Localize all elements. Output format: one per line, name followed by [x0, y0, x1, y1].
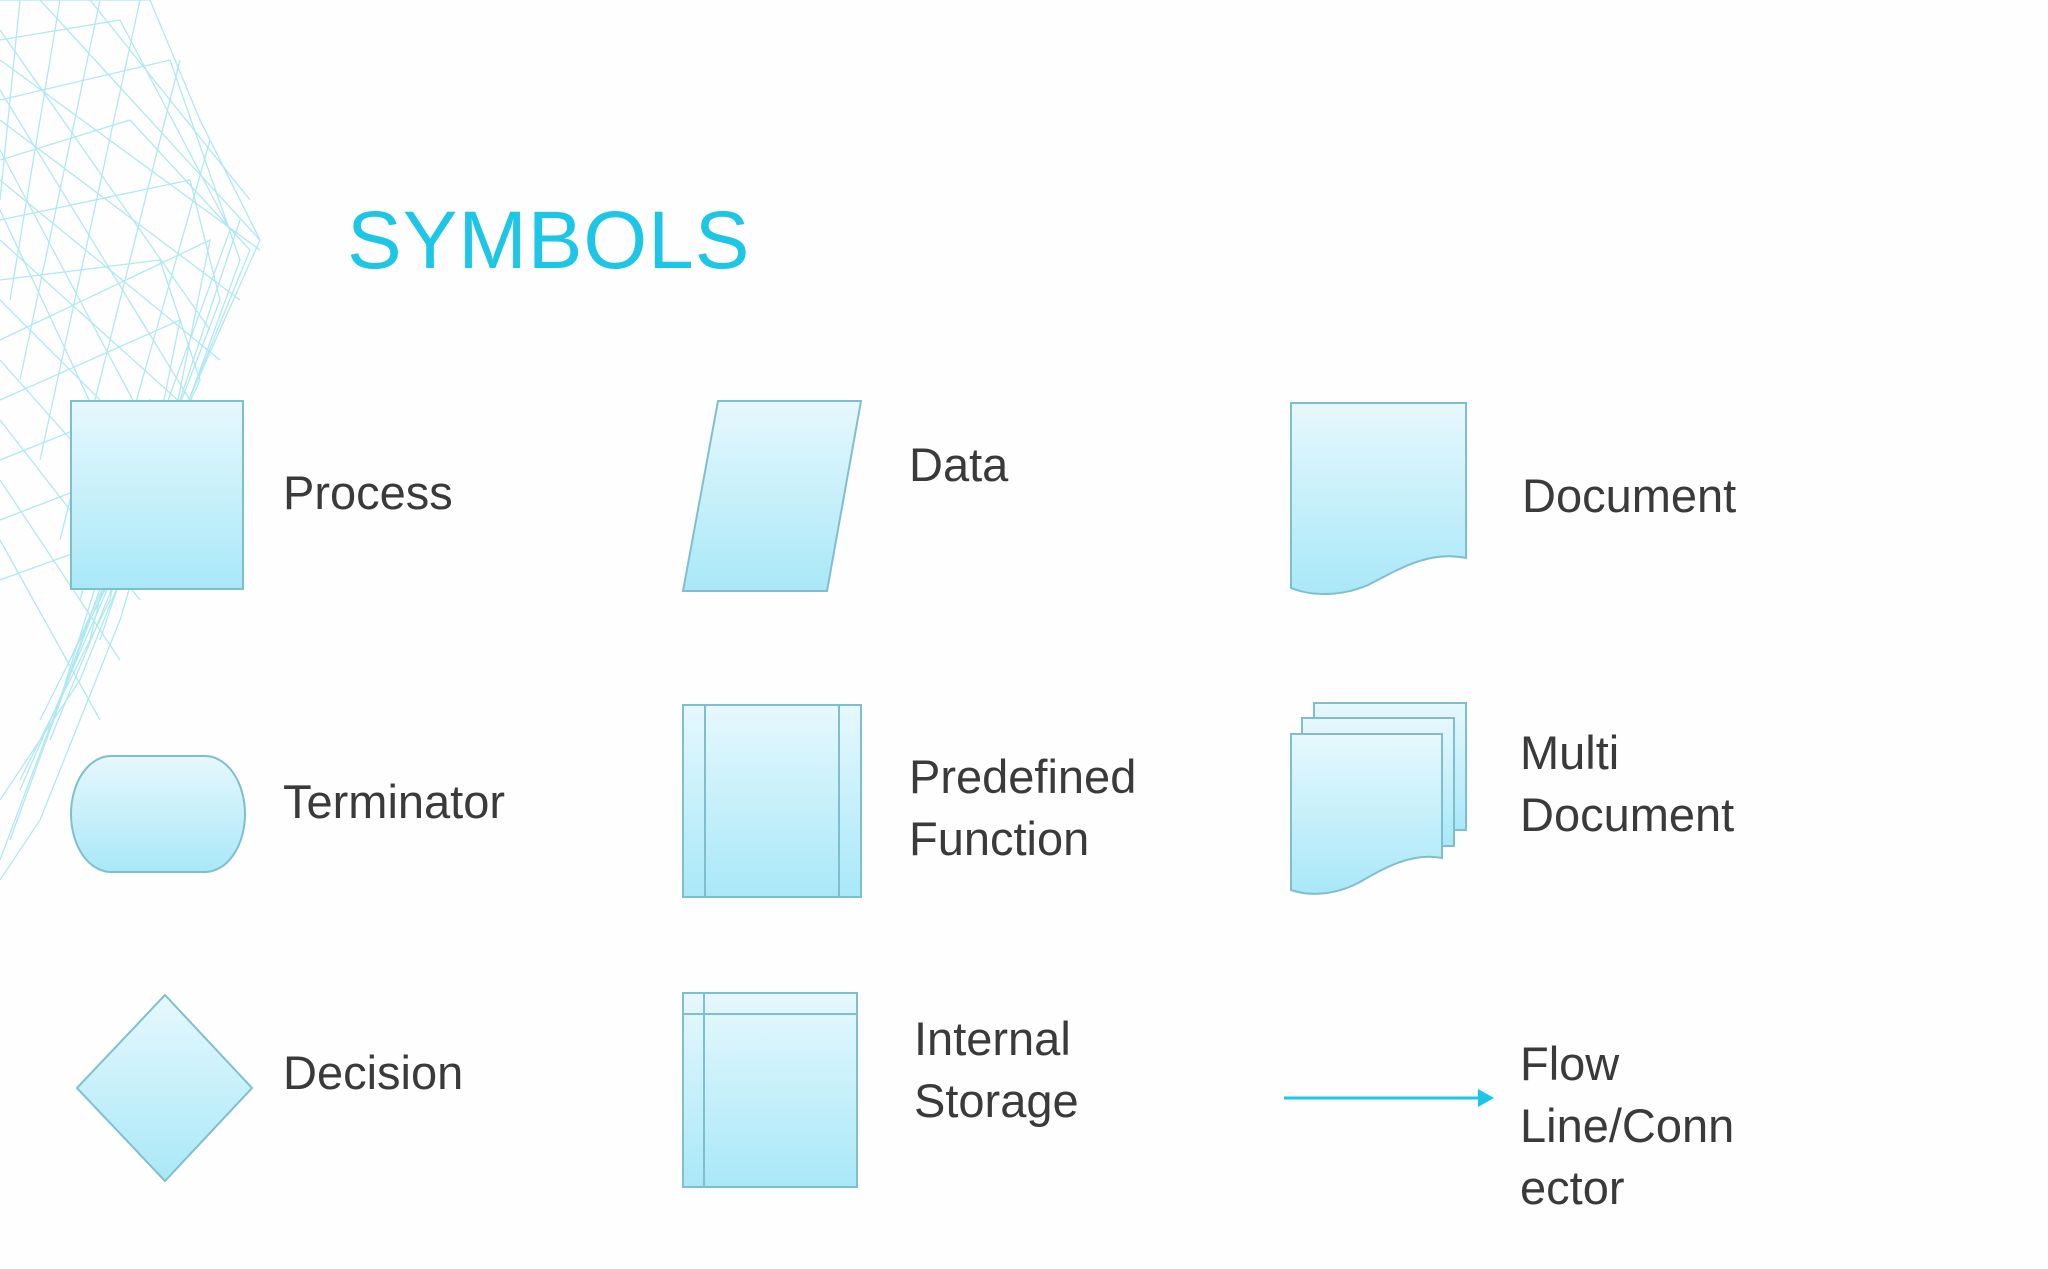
data-icon — [681, 400, 863, 592]
label-internal-storage: Internal Storage — [914, 1012, 1079, 1127]
decision-icon — [75, 993, 254, 1183]
label-predefined-function: Predefined Function — [909, 750, 1137, 865]
document-icon — [1290, 402, 1467, 595]
label-terminator: Terminator — [283, 775, 506, 828]
label-multi-document: Multi Document — [1520, 726, 1735, 841]
internal-storage-icon — [682, 992, 858, 1188]
label-process: Process — [283, 466, 453, 519]
label-document: Document — [1522, 469, 1737, 522]
wireframe-decoration — [0, 0, 261, 881]
label-data: Data — [909, 438, 1009, 491]
slide-title: SYMBOLS — [347, 195, 751, 286]
predefined-function-icon — [682, 704, 862, 898]
label-decision: Decision — [283, 1046, 464, 1099]
flow-line-arrow-icon — [1284, 1089, 1494, 1107]
terminator-icon — [70, 755, 246, 873]
label-flow-line: Flow Line/Conn ector — [1520, 1037, 1735, 1214]
process-icon — [70, 400, 244, 590]
multi-document-icon — [1290, 702, 1467, 895]
